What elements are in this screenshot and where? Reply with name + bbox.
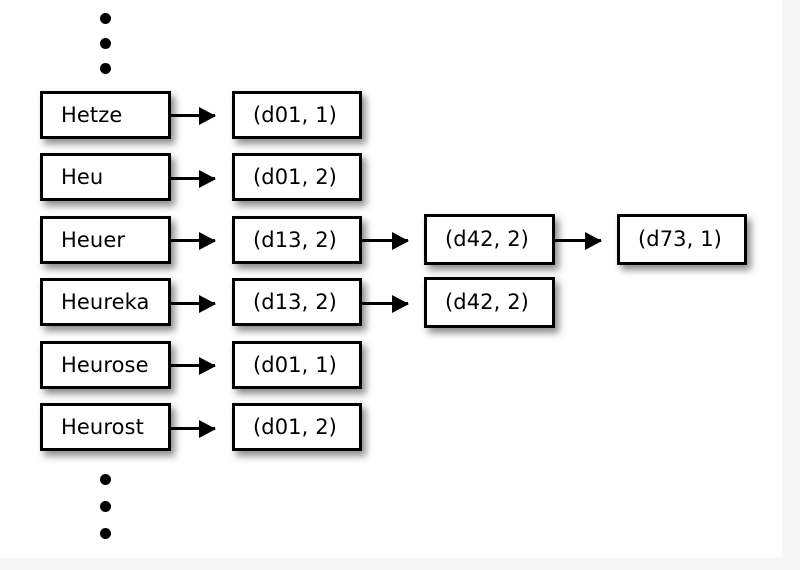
posting-box[interactable]: (d01, 1) [232, 341, 362, 389]
arrow-posting-to-next [362, 239, 408, 242]
dictionary-term-box[interactable]: Heureka [40, 278, 171, 326]
ellipsis-top-dot-3 [100, 63, 111, 74]
ellipsis-top-dot-2 [100, 38, 111, 49]
posting-box[interactable]: (d42, 2) [424, 214, 555, 265]
dictionary-term-box[interactable]: Hetze [40, 91, 171, 139]
dictionary-term-box[interactable]: Heurost [40, 403, 171, 451]
arrow-term-to-posting [171, 364, 215, 367]
ellipsis-bottom-dot-3 [100, 528, 111, 539]
dictionary-term-box[interactable]: Heurose [40, 341, 171, 389]
ellipsis-bottom-dot-2 [100, 501, 111, 512]
arrow-term-to-posting [171, 239, 215, 242]
arrow-term-to-posting [171, 427, 215, 430]
posting-box[interactable]: (d13, 2) [232, 216, 362, 264]
posting-box[interactable]: (d13, 2) [232, 278, 362, 326]
page-sheet: Hetze Heu Heuer Heureka Heurose Heurost … [0, 0, 782, 558]
arrow-term-to-posting [171, 177, 215, 180]
ellipsis-bottom-dot-1 [100, 474, 111, 485]
arrow-term-to-posting [171, 114, 215, 117]
dictionary-term-box[interactable]: Heu [40, 153, 171, 201]
posting-box[interactable]: (d42, 2) [424, 277, 555, 328]
posting-box[interactable]: (d73, 1) [617, 214, 747, 265]
posting-box[interactable]: (d01, 2) [232, 403, 362, 451]
dictionary-term-box[interactable]: Heuer [40, 216, 171, 264]
arrow-term-to-posting [171, 302, 215, 305]
diagram-canvas: Hetze Heu Heuer Heureka Heurose Heurost … [0, 0, 782, 558]
posting-box[interactable]: (d01, 2) [232, 153, 362, 201]
ellipsis-top-dot-1 [100, 13, 111, 24]
arrow-posting-to-next [555, 239, 601, 242]
posting-box[interactable]: (d01, 1) [232, 91, 362, 139]
arrow-posting-to-next [362, 302, 408, 305]
